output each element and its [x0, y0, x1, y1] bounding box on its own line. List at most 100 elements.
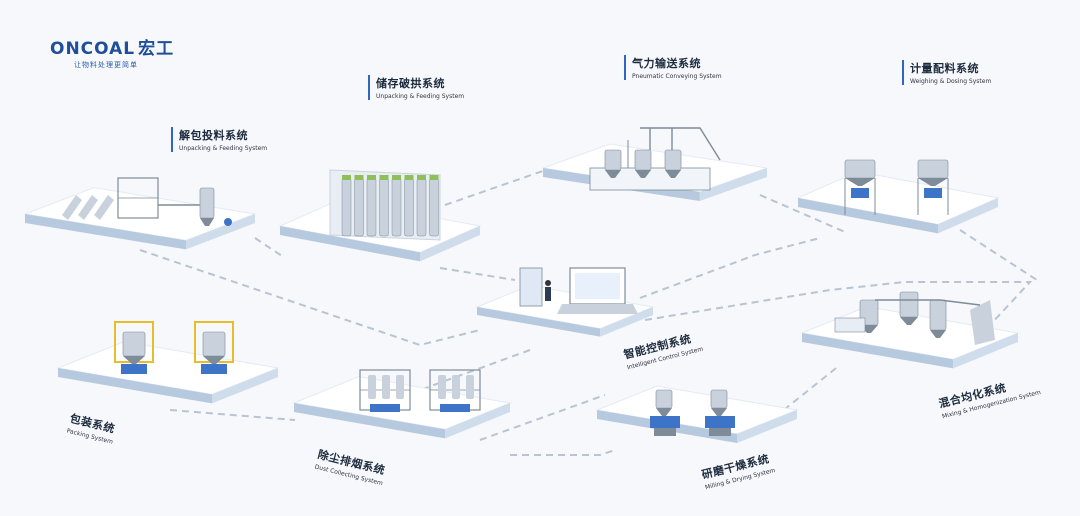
milling-unit — [705, 416, 735, 428]
tank-body — [664, 149, 682, 171]
label-pneumatic-conveying: 气力输送系统 Pneumatic Conveying System — [624, 55, 722, 80]
storage-column-cap — [379, 175, 389, 180]
control-operator-body — [545, 287, 551, 301]
mixing-tank — [899, 291, 919, 325]
platform-side-right — [212, 368, 278, 404]
tank-cone — [605, 170, 621, 178]
platform-unpack — [23, 187, 257, 250]
tank-cone — [203, 356, 225, 364]
storage-column — [341, 177, 352, 237]
tank-body — [604, 149, 622, 171]
platform-side-right — [938, 198, 998, 234]
equipment-layer — [62, 127, 995, 436]
storage-column-cap — [367, 175, 376, 180]
tank-body — [929, 299, 947, 331]
packing-base — [121, 364, 147, 374]
tank-cone — [845, 178, 875, 186]
weighing-scale — [851, 188, 869, 198]
label-weighing-dosing: 计量配料系统 Weighing & Dosing System — [902, 60, 991, 85]
pneumatic-pipe — [640, 127, 721, 161]
storage-column-cap — [342, 175, 351, 180]
control-operator — [545, 280, 551, 286]
platform-side-left — [58, 368, 212, 404]
tank-body — [710, 389, 728, 409]
label-en: Pneumatic Conveying System — [632, 73, 722, 80]
dust-filter — [466, 375, 474, 399]
platform-side-left — [25, 214, 186, 250]
unpacking-feeder — [62, 195, 82, 220]
tank-body — [844, 159, 876, 179]
connector-line — [139, 249, 481, 347]
platform-milling — [595, 385, 799, 443]
dust-filter — [368, 375, 376, 399]
connector-line — [254, 237, 286, 259]
packing-vessel — [202, 331, 226, 364]
label-zh: 计量配料系统 — [910, 62, 979, 75]
unpacking-silo — [199, 187, 215, 226]
mixing-tank-tall — [929, 299, 947, 338]
tank-cone — [930, 330, 946, 338]
connector-line — [639, 237, 821, 299]
storage-column — [391, 177, 402, 237]
milling-hopper — [710, 389, 728, 416]
mixing-hopper — [970, 300, 995, 345]
connector-line — [439, 267, 516, 281]
brand-tagline: 让物料处理更简单 — [74, 61, 138, 69]
tank-cone — [635, 170, 651, 178]
connector-line — [759, 194, 846, 233]
tank-body — [899, 291, 919, 318]
storage-column-cap — [404, 175, 414, 180]
platform-side-right — [600, 307, 653, 337]
packing-base — [201, 364, 227, 374]
weighing-hopper — [917, 159, 949, 186]
platform-side-right — [445, 403, 510, 439]
dust-fan — [440, 404, 470, 412]
pneumatic-tank — [634, 149, 652, 178]
platform-side-right — [953, 333, 1018, 369]
tank-cone — [123, 356, 145, 364]
label-zh: 气力输送系统 — [632, 57, 701, 70]
storage-column — [416, 177, 427, 237]
dust-filter — [396, 375, 404, 399]
storage-column — [404, 177, 414, 237]
pneumatic-tank — [604, 149, 622, 178]
tank-body — [634, 149, 652, 171]
connector-line — [510, 449, 616, 456]
platform-side-left — [798, 198, 938, 234]
unpacking-feeder — [94, 195, 114, 220]
platform-side-right — [420, 226, 480, 262]
tank-cone — [200, 218, 214, 226]
storage-column — [366, 177, 377, 237]
dust-filter — [452, 375, 460, 399]
milling-hopper — [655, 389, 673, 416]
connector-line — [644, 281, 1033, 326]
label-en: Unpacking & Feeding System — [179, 145, 268, 152]
storage-column-cap — [392, 175, 401, 180]
connector-line — [169, 409, 296, 421]
tank-cone — [665, 170, 681, 178]
tank-body — [202, 331, 226, 357]
packing-vessel — [122, 331, 146, 364]
connector-line — [959, 229, 1041, 283]
weighing-scale — [924, 188, 942, 198]
platform-side-left — [477, 307, 601, 337]
tank-cone — [711, 408, 727, 416]
label-unpacking-feeding: 解包投料系统 Unpacking & Feeding System — [171, 127, 267, 152]
platform-side-left — [802, 333, 954, 369]
platform-side-left — [280, 226, 420, 262]
platform-packing — [56, 341, 280, 404]
platform-side-right — [186, 214, 255, 250]
milling-unit — [650, 416, 680, 428]
tank-body — [655, 389, 673, 409]
label-en: Weighing & Dosing System — [910, 78, 992, 85]
storage-column-cap — [354, 175, 364, 180]
control-keyboard — [557, 304, 638, 314]
storage-column-cap — [429, 175, 439, 180]
unpacking-feeder — [78, 195, 98, 220]
unpacking-frame — [117, 177, 159, 219]
storage-column — [429, 177, 439, 237]
label-zh: 储存破拱系统 — [376, 77, 445, 90]
dust-filter — [382, 375, 390, 399]
